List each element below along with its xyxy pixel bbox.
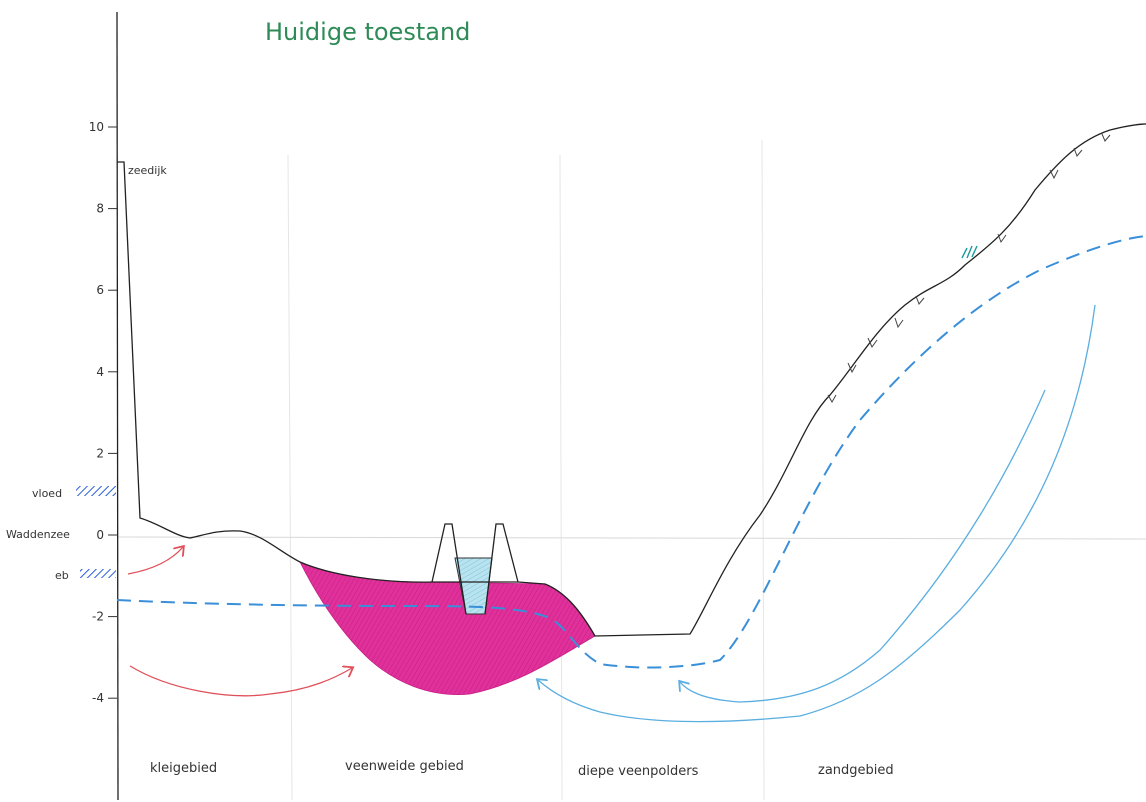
region-divider-3 (761, 139, 765, 801)
eb-label: eb (55, 569, 69, 582)
y-tick-label: -4 (92, 691, 104, 705)
region-divider-1 (287, 154, 293, 801)
y-tick-label: 0 (96, 528, 104, 542)
y-axis (116, 11, 119, 801)
ground-surface-line (117, 123, 1146, 637)
vloed-water-hatch (76, 486, 116, 496)
seepage-arrow-clay-to-peat (129, 665, 352, 697)
ditch-dike-left (431, 523, 467, 615)
region-label-veenpolders: diepe veenpolders (578, 764, 699, 779)
y-tick-label: 2 (96, 446, 104, 460)
seepage-arrow-sea-to-clay (127, 547, 183, 575)
region-label-klei: kleigebied (150, 761, 217, 776)
hill-tree-marks (827, 133, 1111, 404)
region-label-veenweide: veenweide gebied (345, 759, 464, 774)
eb-water-hatch (80, 569, 116, 578)
seepage-arrow-sand-to-hill-base (680, 389, 1046, 703)
region-label-zand: zandgebied (818, 763, 894, 778)
zero-reference-line (117, 536, 1146, 540)
hill-water-mark (961, 245, 978, 259)
y-axis-ticks: 10 8 6 4 2 0 -2 -4 (89, 120, 117, 705)
y-tick-label: 8 (96, 202, 104, 216)
zeedijk-label: zeedijk (128, 164, 167, 177)
diagram-title: Huidige toestand (265, 18, 470, 46)
seepage-arrow-sand-to-polders (538, 304, 1096, 723)
vloed-label: vloed (32, 487, 62, 500)
groundwater-level (116, 235, 1146, 669)
y-tick-label: 10 (89, 120, 104, 134)
y-tick-label: 6 (96, 283, 104, 297)
ditch-dike-right (484, 523, 519, 615)
region-divider-2 (559, 154, 563, 801)
y-tick-label: 4 (96, 365, 104, 379)
waddenzee-label: Waddenzee (6, 528, 70, 541)
y-tick-label: -2 (92, 610, 104, 624)
